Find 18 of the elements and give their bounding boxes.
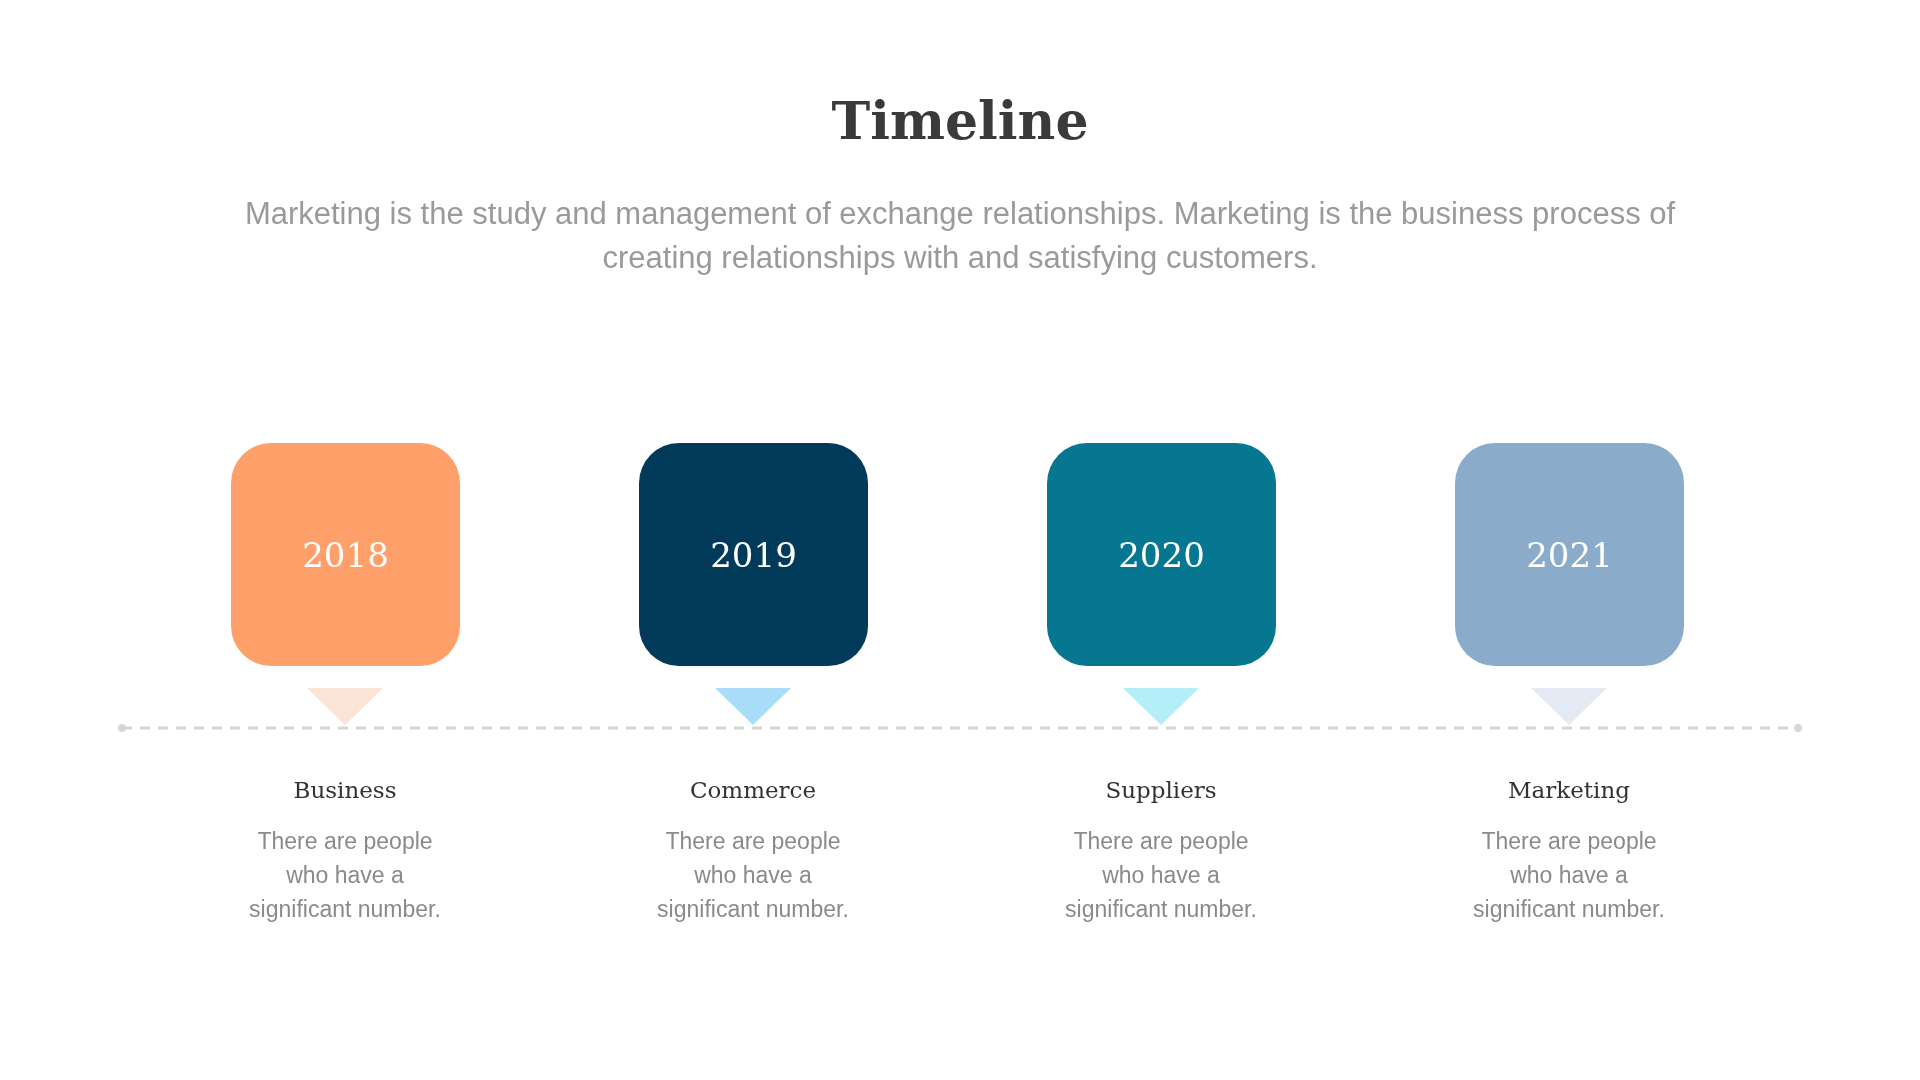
year-label: 2021 <box>1526 534 1613 575</box>
item-description: There are people who have a significant number. <box>656 827 850 924</box>
item-description: There are people who have a significant number. <box>248 827 442 924</box>
item-description: There are people who have a significant number. <box>1472 827 1666 924</box>
year-box <box>1047 443 1276 666</box>
year-box <box>231 443 460 666</box>
item-description: There are people who have a significant number. <box>1064 827 1258 924</box>
item-heading: Business <box>292 777 398 803</box>
year-box <box>1455 443 1684 666</box>
subtitle: Marketing is the study and management of exchange relationships. Marketing is the business process of creating relationships with and satisfying customers. <box>243 195 1677 277</box>
item-heading: Marketing <box>1507 777 1631 803</box>
item-heading: Suppliers <box>1104 777 1218 803</box>
year-label: 2019 <box>710 534 797 575</box>
item-heading: Commerce <box>688 777 818 803</box>
year-label: 2020 <box>1118 534 1205 575</box>
year-box <box>639 443 868 666</box>
year-label: 2018 <box>302 534 389 575</box>
title: Timeline <box>830 90 1090 151</box>
